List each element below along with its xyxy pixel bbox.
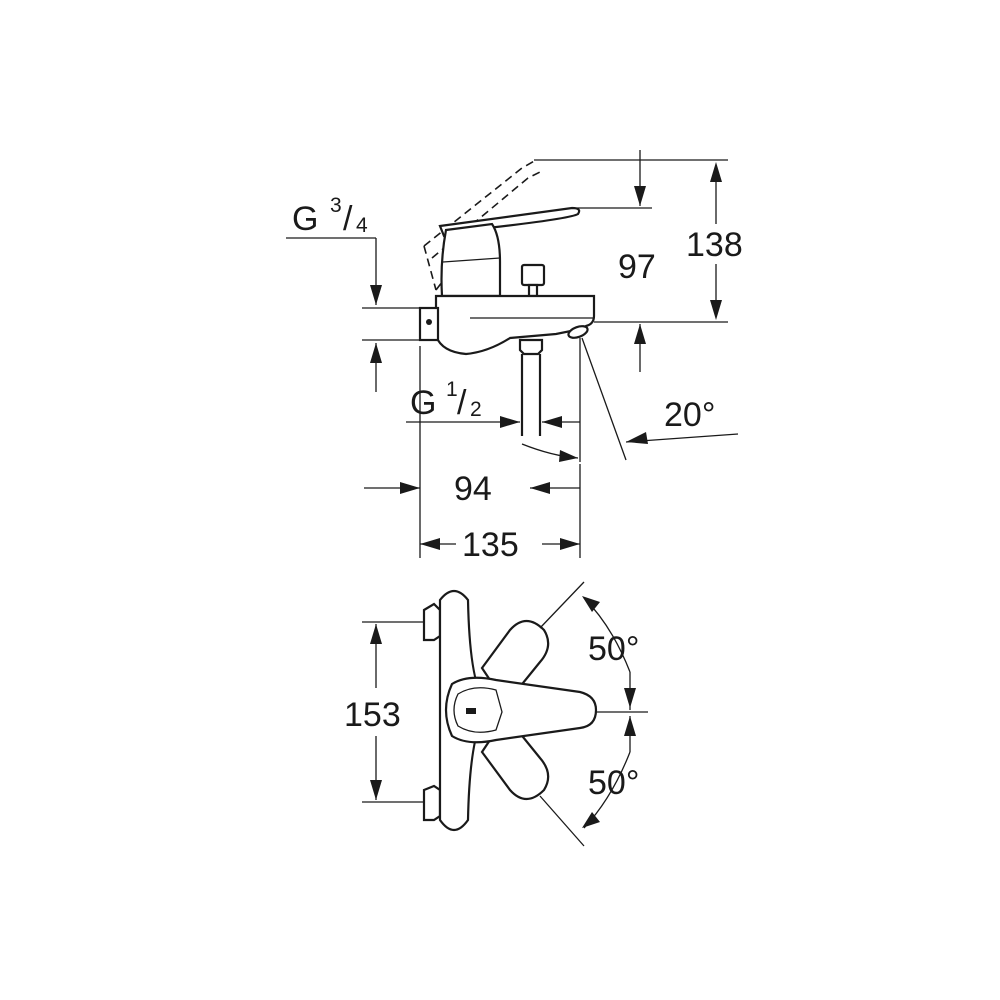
dim-94 <box>364 346 581 558</box>
angle-20-dimension <box>521 337 739 462</box>
diverter-stem <box>527 283 539 298</box>
aerator <box>567 325 589 339</box>
dim-153 <box>362 621 424 803</box>
thread-g12-slash: / <box>457 384 467 422</box>
thread-g12-prefix: G <box>410 384 436 422</box>
inlet-thread-dimension <box>286 237 422 392</box>
connector-dot <box>426 319 432 325</box>
diverter-knob <box>520 263 546 287</box>
thread-g34-slash: / <box>343 200 353 238</box>
rotation-label-up: 50° <box>588 630 639 668</box>
thread-g12-numerator: 1 <box>446 378 458 401</box>
rotation-label-down: 50° <box>588 764 639 802</box>
dim-97 <box>574 150 652 372</box>
inlet-top <box>422 602 442 642</box>
dim-label-138: 138 <box>686 226 743 264</box>
dim-label-135: 135 <box>462 526 519 564</box>
thread-g12-denominator: 2 <box>470 398 482 421</box>
dim-label-94: 94 <box>454 470 492 508</box>
cartridge-line <box>442 257 501 263</box>
inlet-bottom <box>422 784 442 822</box>
angle-label-20: 20° <box>664 396 715 434</box>
thread-g34-denominator: 4 <box>356 214 368 237</box>
dim-135 <box>420 538 580 550</box>
dim-label-97: 97 <box>618 248 656 286</box>
thread-g34-prefix: G <box>292 200 318 238</box>
spout-body <box>434 294 596 356</box>
logo-mark <box>466 708 476 714</box>
dim-138 <box>534 159 728 323</box>
rotation-up-dimension <box>539 581 636 710</box>
dim-label-153: 153 <box>344 696 401 734</box>
outlet-thread-dimension <box>406 416 580 428</box>
thread-g34-numerator: 3 <box>330 194 342 217</box>
rotation-down-dimension <box>539 716 636 847</box>
lever-center <box>444 676 598 744</box>
lever-cap <box>453 687 503 733</box>
side-view: 138 97 G 3 / 4 G <box>286 150 743 564</box>
top-view: 153 50° 50° <box>344 581 648 847</box>
hose-connector <box>518 338 544 356</box>
